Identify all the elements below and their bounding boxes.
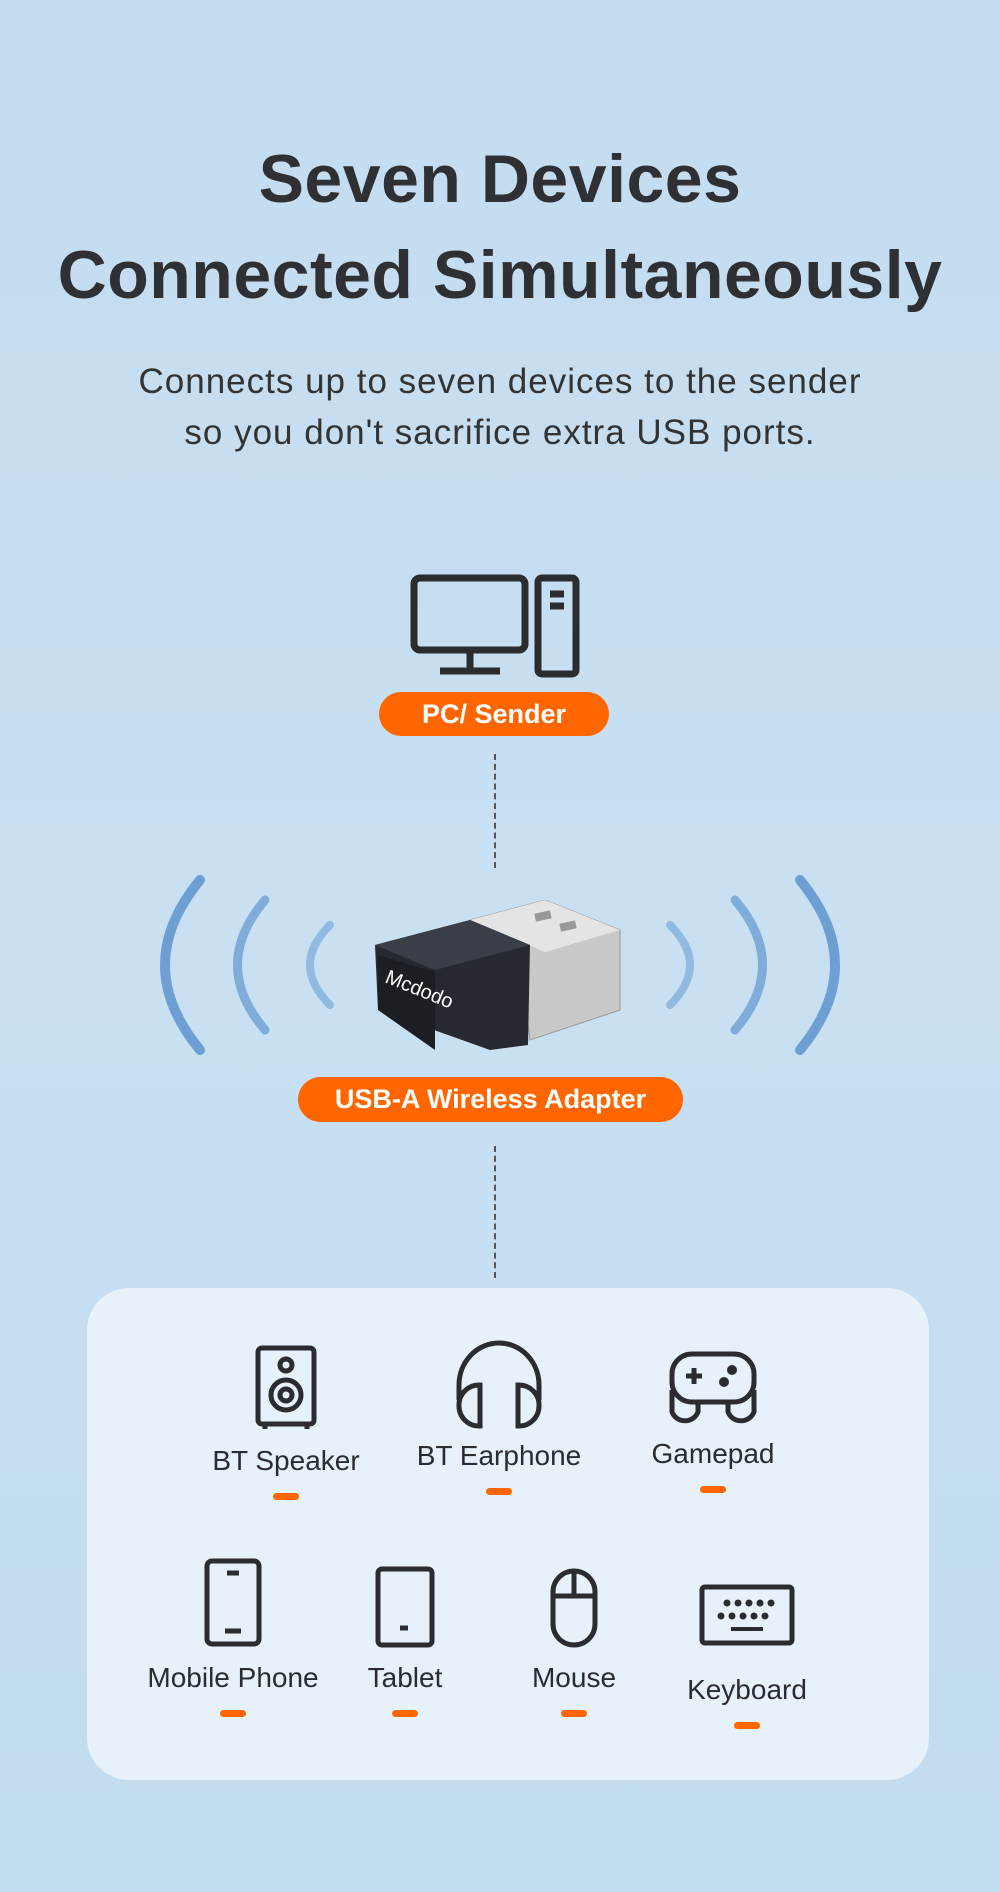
headphones-icon: [456, 1340, 542, 1429]
subtitle-line-1: Connects up to seven devices to the send…: [138, 362, 862, 401]
device-bt-speaker: BT Speaker: [186, 1345, 386, 1500]
accent-dash: [392, 1710, 418, 1717]
device-label: Mobile Phone: [147, 1662, 319, 1693]
accent-dash: [561, 1710, 587, 1717]
phone-icon: [204, 1558, 262, 1647]
device-bt-earphone: BT Earphone: [399, 1340, 599, 1495]
mouse-icon: [550, 1568, 598, 1648]
pc-sender-label: PC/ Sender: [379, 692, 609, 736]
devices-card: [87, 1288, 929, 1780]
device-tablet: Tablet: [305, 1566, 505, 1717]
accent-dash: [700, 1486, 726, 1493]
desktop-pc-icon: [410, 574, 580, 678]
tablet-icon: [375, 1566, 435, 1648]
gamepad-icon: [669, 1351, 757, 1424]
device-label: Gamepad: [651, 1438, 775, 1469]
keyboard-icon: [699, 1584, 795, 1646]
device-mobile-phone: Mobile Phone: [133, 1558, 333, 1717]
usb-adapter-label: USB-A Wireless Adapter: [298, 1077, 683, 1122]
wireless-waves-icon: [160, 875, 840, 1055]
device-label: Keyboard: [687, 1674, 807, 1705]
title-line-2: Connected Simultaneously: [57, 237, 943, 313]
device-mouse: Mouse: [474, 1568, 674, 1717]
usb-adapter-image: Mcdodo: [375, 900, 621, 1050]
device-label: BT Speaker: [212, 1445, 360, 1476]
device-label: Tablet: [367, 1662, 443, 1693]
speaker-icon: [255, 1345, 317, 1429]
device-label: BT Earphone: [416, 1440, 582, 1471]
accent-dash: [486, 1488, 512, 1495]
connector-line: [494, 754, 496, 868]
device-gamepad: Gamepad: [613, 1350, 813, 1493]
device-label: Mouse: [531, 1662, 617, 1693]
accent-dash: [734, 1722, 760, 1729]
device-keyboard: Keyboard: [647, 1584, 847, 1729]
subtitle-line-2: so you don't sacrifice extra USB ports.: [184, 413, 816, 452]
connector-line: [494, 1146, 496, 1278]
title-line-1: Seven Devices: [258, 141, 742, 217]
accent-dash: [220, 1710, 246, 1717]
accent-dash: [273, 1493, 299, 1500]
